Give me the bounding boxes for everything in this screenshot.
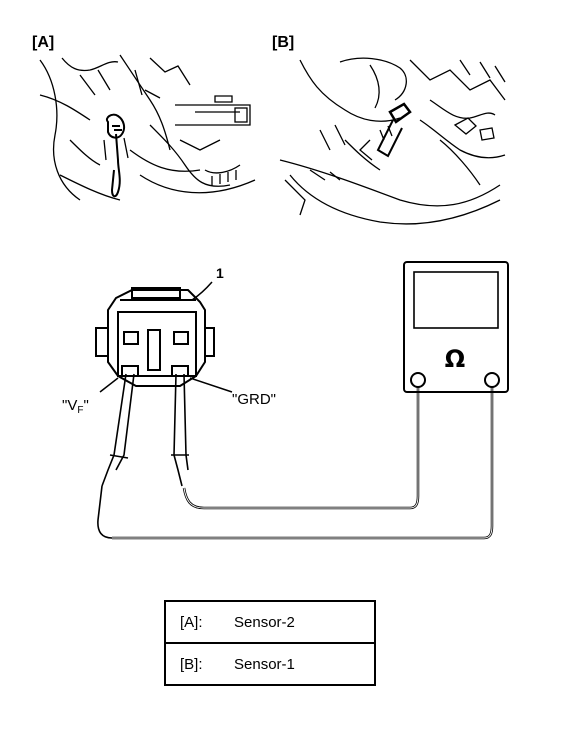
legend-code: [A]: [180, 613, 203, 631]
legend-row: [A]: Sensor-2 [164, 600, 376, 644]
legend-table: [A]: Sensor-2 [B]: Sensor-1 [164, 600, 376, 686]
illustration-b [279, 57, 506, 225]
grd-leader-line [189, 377, 233, 393]
ohmmeter-display [413, 271, 499, 329]
legend-cell: [A]: Sensor-2 [164, 600, 376, 644]
terminal-vf-label: "VF" [62, 397, 89, 416]
legend-text: Sensor-1 [234, 655, 295, 673]
connector [95, 287, 215, 387]
vf-leader-line [99, 377, 119, 393]
test-lead-to-right-jack [112, 386, 494, 540]
ohmmeter [403, 261, 509, 393]
probe-left [97, 373, 135, 539]
legend-cell: [B]: Sensor-1 [164, 642, 376, 686]
legend-code: [B]: [180, 655, 203, 673]
probe-right [171, 373, 189, 487]
ohm-symbol: Ω [445, 345, 465, 373]
ohmmeter-right-jack [484, 372, 500, 388]
legend-row: [B]: Sensor-1 [164, 642, 376, 686]
terminal-grd-label: "GRD" [232, 391, 276, 408]
view-a-label: [A] [32, 34, 55, 51]
legend-text: Sensor-2 [234, 613, 295, 631]
ohmmeter-left-jack [410, 372, 426, 388]
view-b-label: [B] [272, 34, 295, 51]
test-lead-to-left-jack [182, 386, 420, 510]
connector-leader-line [191, 281, 213, 301]
illustration-a [39, 54, 256, 201]
connector-number-label: 1 [216, 265, 224, 281]
